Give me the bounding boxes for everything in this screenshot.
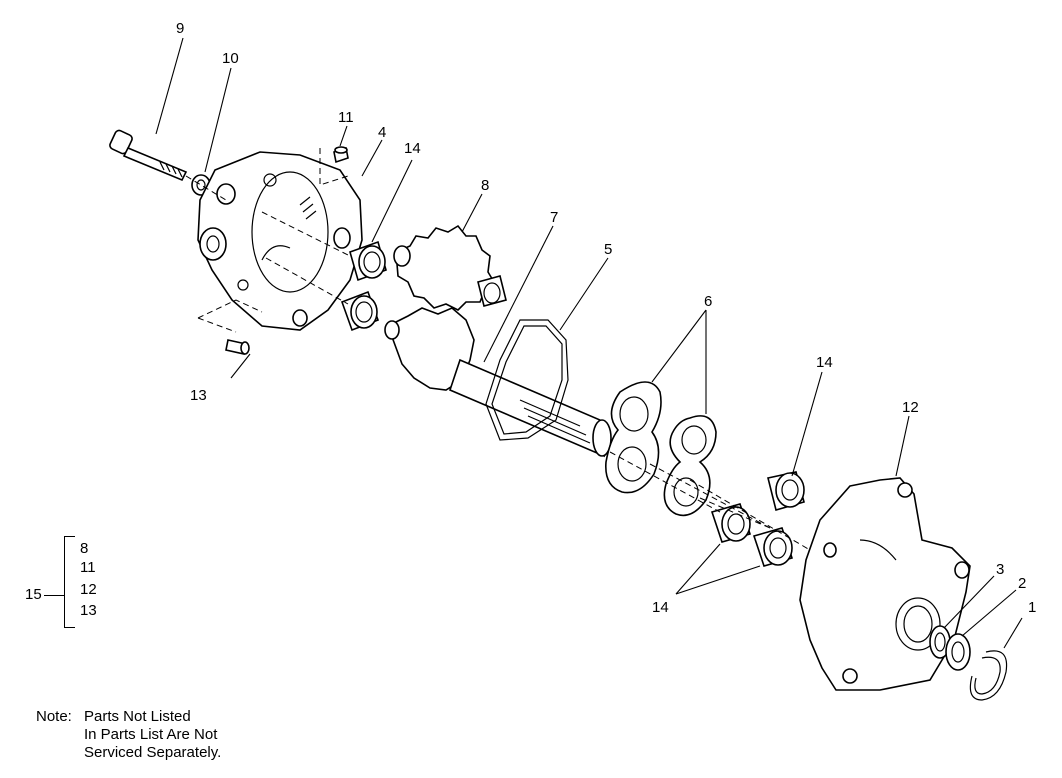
part-2-washer — [945, 633, 971, 671]
group-brace — [64, 536, 75, 628]
part-14-bearing-upper — [349, 240, 387, 282]
note-line: In Parts List Are Not — [84, 726, 218, 743]
callout-14-right: 14 — [816, 354, 833, 371]
part-8-gear — [393, 224, 507, 311]
callout-11: 11 — [338, 109, 354, 126]
part-11-pin — [333, 146, 349, 164]
alignment-lines-right — [609, 451, 811, 551]
part-1-retaining-ring — [969, 650, 1008, 701]
callout-3: 3 — [996, 561, 1004, 578]
callout-14-upper: 14 — [404, 140, 421, 157]
note-label: Note: — [36, 708, 72, 725]
kit-group-bracket: 15 8 11 12 13 — [20, 536, 110, 630]
pin-11-guide-line — [319, 148, 349, 186]
group-item: 13 — [80, 602, 97, 619]
group-item: 11 — [80, 559, 96, 576]
part-7-shaft — [384, 307, 612, 458]
note-line: Parts Not Listed — [84, 708, 191, 725]
callout-1: 1 — [1028, 599, 1036, 616]
pin-13-guide-line — [197, 299, 263, 333]
part-14-bearing-lower — [340, 290, 380, 332]
callout-9: 9 — [176, 20, 184, 37]
callout-6: 6 — [704, 293, 712, 310]
callout-7: 7 — [550, 209, 558, 226]
callout-2: 2 — [1018, 575, 1026, 592]
leader-lines — [155, 37, 1023, 649]
part-5-gasket — [485, 319, 569, 441]
callout-5: 5 — [604, 241, 612, 258]
part-9-bolt — [109, 129, 188, 182]
callout-4: 4 — [378, 124, 386, 141]
callout-14-lower: 14 — [652, 599, 669, 616]
callout-13: 13 — [190, 387, 207, 404]
part-4-pump-body — [197, 151, 363, 331]
group-item: 8 — [80, 540, 89, 557]
part-6-wear-plate-front — [605, 381, 662, 494]
callout-8: 8 — [481, 177, 489, 194]
note-line: Serviced Separately. — [84, 744, 222, 761]
part-6-seal-ring — [663, 415, 717, 517]
callout-10: 10 — [222, 50, 239, 67]
group-item: 12 — [80, 581, 97, 598]
part-14-bearing-right-3 — [752, 527, 794, 567]
part-14-bearing-right-2 — [710, 503, 752, 543]
part-14-bearing-right-1 — [767, 471, 805, 511]
callout-12: 12 — [902, 399, 919, 416]
part-13-pin — [225, 339, 250, 355]
alignment-lines-left — [185, 175, 351, 305]
group-connector-line — [44, 595, 64, 596]
group-number: 15 — [25, 586, 42, 603]
part-12-end-cover — [799, 477, 971, 691]
